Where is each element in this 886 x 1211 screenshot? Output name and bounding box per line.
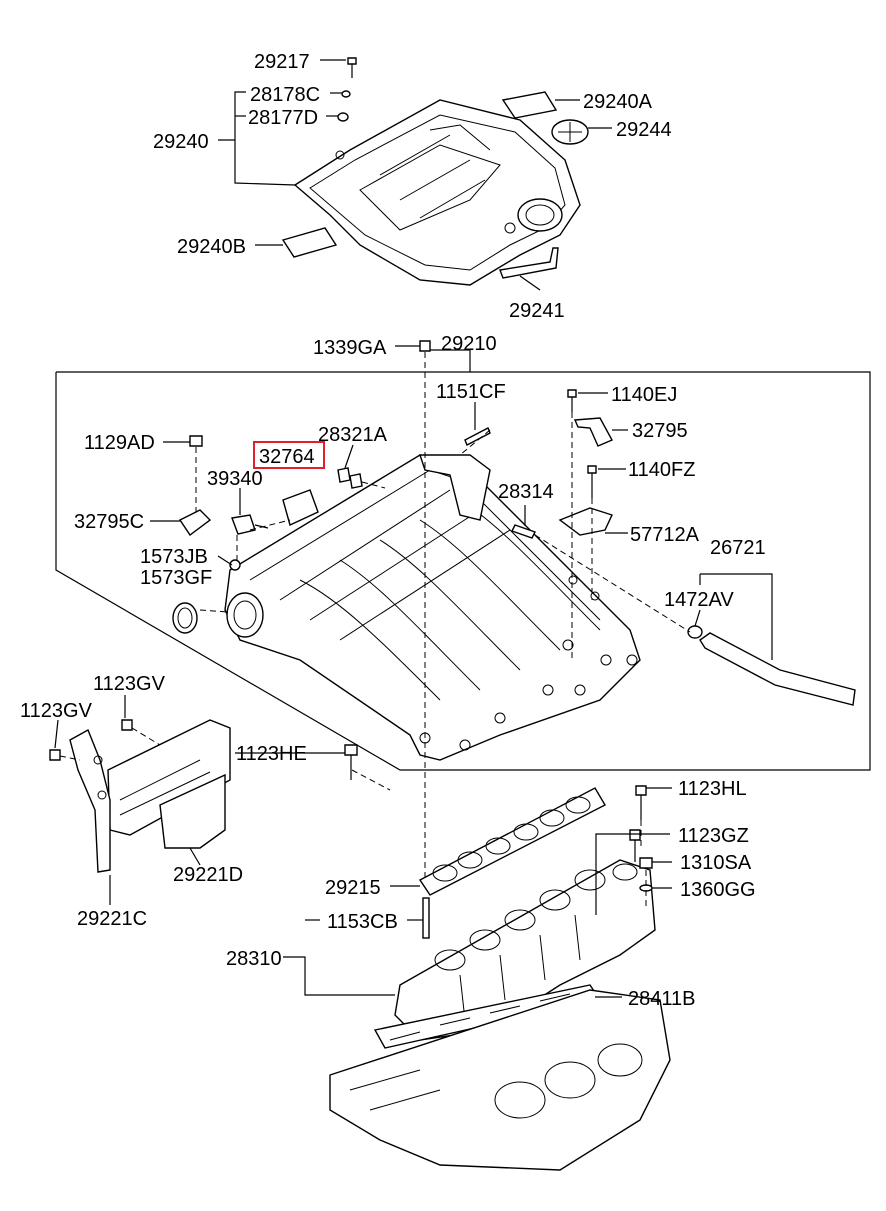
label-1151CF[interactable]: 1151CF [436,381,506,403]
label-1310SA[interactable]: 1310SA [680,852,752,874]
label-32795[interactable]: 32795 [632,420,688,442]
manifold-assembly-frame [55,345,871,771]
label-1339GA[interactable]: 1339GA [313,337,387,359]
label-1140EJ[interactable]: 1140EJ [611,384,677,406]
manifold-dashed-lines [195,352,691,880]
label-28321A[interactable]: 28321A [318,424,388,446]
manifold-leader-lines [150,392,773,660]
label-29240[interactable]: 29240 [153,131,209,153]
label-29217[interactable]: 29217 [254,51,310,73]
label-29240B[interactable]: 29240B [177,236,246,258]
label-32764[interactable]: 32764 [259,446,315,468]
label-32795C[interactable]: 32795C [74,511,144,533]
label-1123GV-upper[interactable]: 1123GV [93,673,166,695]
label-1140FZ[interactable]: 1140FZ [628,459,695,481]
label-26721[interactable]: 26721 [710,537,766,559]
label-29215[interactable]: 29215 [325,877,381,899]
label-57712A[interactable]: 57712A [630,524,700,546]
lower-leader-lines [235,752,672,998]
label-1123HL[interactable]: 1123HL [678,778,747,800]
bracket-leader-lines [54,695,201,905]
intake-manifold-drawing [172,340,856,761]
engine-cover-drawing [281,57,589,286]
label-1472AV[interactable]: 1472AV [664,589,734,611]
label-1153CB[interactable]: 1153CB [327,911,398,933]
label-29210[interactable]: 29210 [441,333,497,355]
part-labels: 29217 28178C 28177D 29240 29240A 29244 2… [20,51,766,1010]
label-28177D[interactable]: 28177D [248,107,318,129]
label-29241[interactable]: 29241 [509,300,565,322]
label-29244[interactable]: 29244 [616,119,672,141]
label-29240A[interactable]: 29240A [583,91,653,113]
label-28411B[interactable]: 28411B [628,988,695,1010]
label-1573GF[interactable]: 1573GF [140,567,212,589]
lower-manifold-drawing [329,785,671,1171]
bolt-1123HE [344,744,358,756]
label-1123GV-lower[interactable]: 1123GV [20,700,93,722]
label-39340[interactable]: 39340 [207,468,263,490]
label-1573JB[interactable]: 1573JB [140,546,208,568]
label-1123GZ[interactable]: 1123GZ [678,825,749,847]
label-1129AD[interactable]: 1129AD [84,432,155,454]
label-29221C[interactable]: 29221C [77,908,147,930]
label-1360GG[interactable]: 1360GG [680,879,756,901]
label-28310[interactable]: 28310 [226,948,282,970]
label-28178C[interactable]: 28178C [250,84,320,106]
label-29221D[interactable]: 29221D [173,864,243,886]
cover-leader-lines [218,59,612,291]
label-1123HE[interactable]: 1123HE [236,743,307,765]
label-28314[interactable]: 28314 [498,481,554,503]
bracket-drawing [49,719,231,873]
highlight-box [253,441,325,469]
